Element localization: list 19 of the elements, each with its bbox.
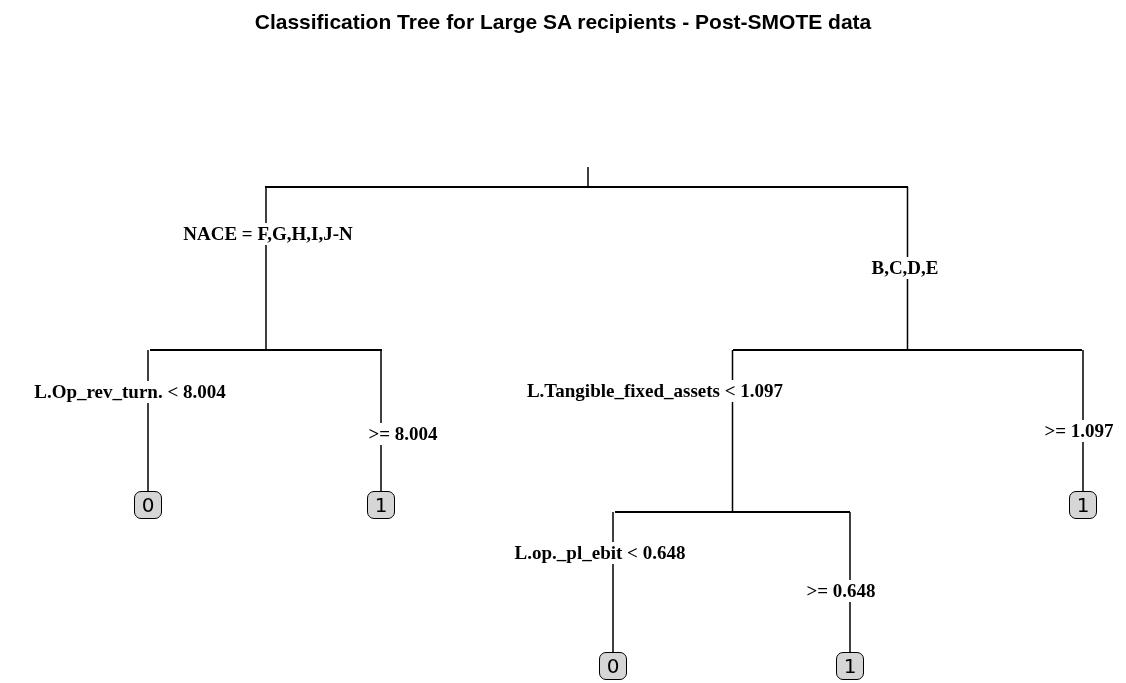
chart-title: Classification Tree for Large SA recipients - Post-SMOTE data — [253, 10, 873, 34]
split-line — [615, 511, 850, 513]
split-condition: L.op._pl_ebit < 0.648 — [513, 542, 687, 564]
split-line — [265, 186, 908, 188]
leaf-node: 1 — [367, 491, 395, 519]
leaf-node: 1 — [836, 652, 864, 680]
split-condition: >= 1.097 — [1043, 420, 1115, 442]
split-line — [150, 349, 382, 351]
split-condition: >= 8.004 — [367, 423, 439, 445]
leaf-node: 0 — [599, 652, 627, 680]
split-condition: >= 0.648 — [805, 580, 877, 602]
branch-line — [587, 166, 589, 188]
leaf-node: 1 — [1069, 491, 1097, 519]
split-condition: L.Op_rev_turn. < 8.004 — [33, 381, 227, 403]
leaf-node: 0 — [134, 491, 162, 519]
split-condition: L.Tangible_fixed_assets < 1.097 — [525, 380, 785, 402]
split-condition: NACE = F,G,H,I,J-N — [182, 223, 354, 245]
split-line — [733, 349, 1082, 351]
split-condition: B,C,D,E — [870, 257, 940, 279]
